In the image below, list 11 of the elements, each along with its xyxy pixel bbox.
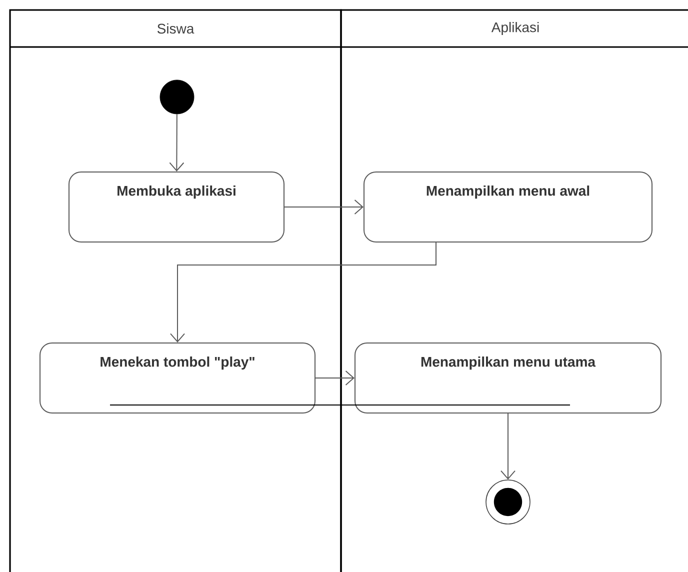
arrow: [169, 114, 184, 172]
action-box: Membuka aplikasi: [68, 171, 284, 242]
arrow: [315, 370, 354, 386]
action-box: Menekan tombol "play": [40, 342, 316, 414]
action-box: Menampilkan menu awal: [364, 171, 652, 242]
arrow: [284, 200, 364, 214]
arrow: [170, 242, 436, 342]
start-node: [160, 80, 194, 114]
end-node: [486, 480, 530, 524]
arrow: [500, 412, 516, 480]
action-box: Menampilkan menu utama: [354, 342, 662, 414]
